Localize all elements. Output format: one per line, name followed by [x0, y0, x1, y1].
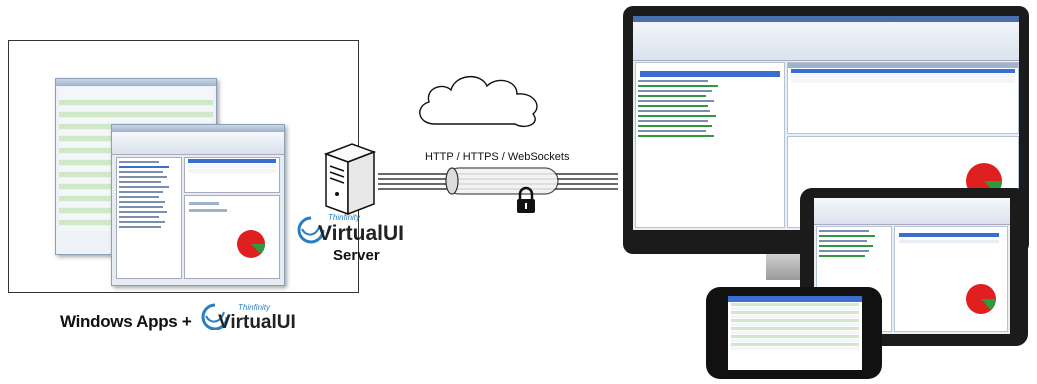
monitor-icon — [623, 6, 1029, 254]
server-brand-top: Thinfinity — [328, 213, 361, 222]
smartphone-screen — [728, 296, 862, 370]
smartphone-icon — [706, 287, 882, 379]
server-brand-logo — [296, 215, 326, 250]
virtualui-swirl-icon — [201, 303, 229, 331]
grid-panel — [184, 157, 280, 193]
cloud-icon — [419, 76, 538, 128]
caption: Windows Apps + — [60, 312, 192, 332]
caption-prefix: Windows Apps + — [60, 312, 192, 331]
tower-server-icon — [323, 143, 377, 216]
network-pipe-icon — [378, 167, 618, 195]
padlock-icon — [517, 186, 535, 213]
pie-chart-icon — [189, 202, 266, 258]
virtualui-swirl-icon — [297, 216, 325, 244]
caption-brand-name: VirtualUI — [218, 312, 296, 333]
protocol-label: HTTP / HTTPS / WebSockets — [425, 151, 570, 163]
caption-brand-top: Thinfinity — [238, 303, 271, 312]
server-brand-name: VirtualUI — [318, 222, 404, 245]
pie-chart-icon — [899, 233, 999, 314]
tree-panel — [116, 157, 182, 279]
monitor-tree-pane — [635, 62, 785, 228]
windows-apps-panel — [8, 40, 359, 293]
caption-brand-logo — [200, 302, 230, 335]
server-role-label: Server — [333, 247, 380, 264]
app-window-front — [111, 124, 285, 286]
monitor-grid-pane — [787, 62, 1019, 134]
chart-panel — [184, 195, 280, 279]
